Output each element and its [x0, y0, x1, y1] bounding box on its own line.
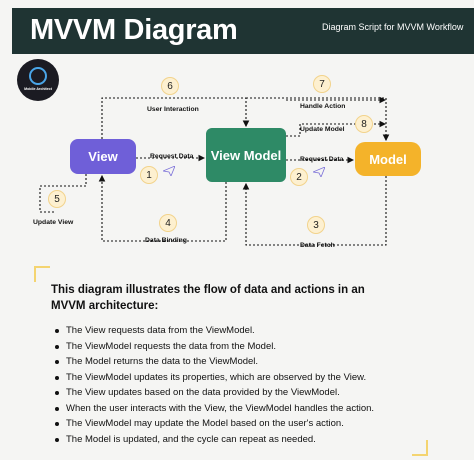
step-badge-5: 5: [48, 190, 66, 208]
list-item: The Model is updated, and the cycle can …: [55, 432, 374, 448]
label-update-model: Update Model: [300, 126, 345, 133]
description-title: This diagram illustrates the flow of dat…: [51, 284, 365, 312]
step-badge-3: 3: [307, 216, 325, 234]
viewmodel-node: View Model: [206, 128, 286, 182]
list-item: When the user interacts with the View, t…: [55, 401, 374, 417]
list-item: The ViewModel may update the Model based…: [55, 416, 374, 432]
list-item: The ViewModel requests the data from the…: [55, 339, 374, 355]
logo-ring-icon: [29, 67, 47, 85]
label-handle-action: Handle Action: [300, 103, 346, 110]
page-subtitle: Diagram Script for MVVM Workflow: [322, 22, 464, 32]
step-badge-1: 1: [140, 166, 158, 184]
logo-text: Mobile Architect: [24, 87, 52, 91]
edge-user-interaction: [101, 97, 250, 139]
list-item: The View requests data from the ViewMode…: [55, 323, 374, 339]
step-badge-7: 7: [313, 75, 331, 93]
corner-accent-bottom-right: [412, 440, 428, 456]
step-badge-2: 2: [290, 168, 308, 186]
corner-accent-top-left: [34, 266, 50, 282]
description-list: The View requests data from the ViewMode…: [55, 323, 374, 447]
label-request-data-1: Request Data: [150, 153, 194, 160]
edge-update-view: [39, 174, 87, 213]
label-request-data-2: Request Data: [300, 156, 344, 163]
paper-plane-icon: [163, 166, 175, 176]
edge-update-model: [286, 120, 387, 137]
step-badge-8: 8: [355, 115, 373, 133]
list-item: The ViewModel updates its properties, wh…: [55, 370, 374, 386]
paper-plane-icon: [313, 167, 325, 177]
list-item: The Model returns the data to the ViewMo…: [55, 354, 374, 370]
model-node: Model: [355, 142, 421, 176]
diagram-connectors: [39, 96, 390, 246]
label-update-view: Update View: [33, 219, 74, 226]
view-node: View: [70, 139, 136, 174]
edge-data-fetch: [242, 176, 387, 246]
step-badge-6: 6: [161, 77, 179, 95]
list-item: The View updates based on the data provi…: [55, 385, 374, 401]
label-user-interaction: User Interaction: [147, 106, 199, 113]
edge-data-binding: [98, 174, 227, 242]
step-badge-4: 4: [159, 214, 177, 232]
page-title: MVVM Diagram: [30, 14, 238, 46]
label-data-binding: Data Binding: [145, 237, 187, 244]
brand-logo: Mobile Architect: [17, 59, 59, 101]
label-data-fetch: Data Fetch: [300, 242, 335, 249]
header-banner: MVVM Diagram Diagram Script for MVVM Wor…: [12, 8, 474, 54]
